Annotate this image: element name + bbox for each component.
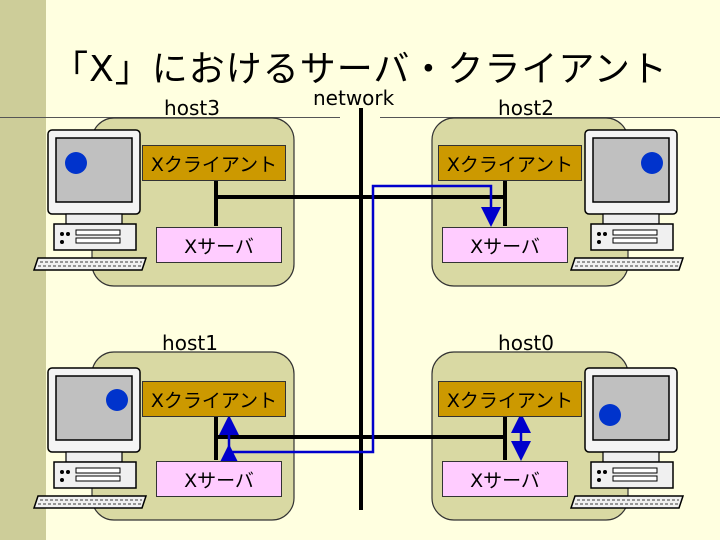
- host3-label: host3: [164, 96, 220, 120]
- computer-icon: [33, 129, 147, 271]
- host0-label: host0: [498, 331, 554, 355]
- host1-x-server: Xサーバ: [156, 461, 282, 497]
- host3-x-client: Xクライアント: [142, 145, 286, 181]
- computer-icon: [33, 367, 147, 509]
- screen-dot: [599, 404, 621, 426]
- network-label: network: [313, 86, 395, 110]
- slide-title: 「X」におけるサーバ・クライアント: [52, 49, 668, 90]
- host3-x-server: Xサーバ: [156, 227, 282, 263]
- host0-x-server: Xサーバ: [442, 461, 568, 497]
- host1-label: host1: [162, 331, 218, 355]
- host2-x-server: Xサーバ: [442, 227, 568, 263]
- host2-label: host2: [498, 96, 554, 120]
- screen-dot: [641, 152, 663, 174]
- screen-dot: [106, 389, 128, 411]
- screen-dot: [65, 152, 87, 174]
- host0-x-client: Xクライアント: [438, 381, 582, 417]
- host1-x-client: Xクライアント: [142, 381, 286, 417]
- host2-x-client: Xクライアント: [438, 145, 582, 181]
